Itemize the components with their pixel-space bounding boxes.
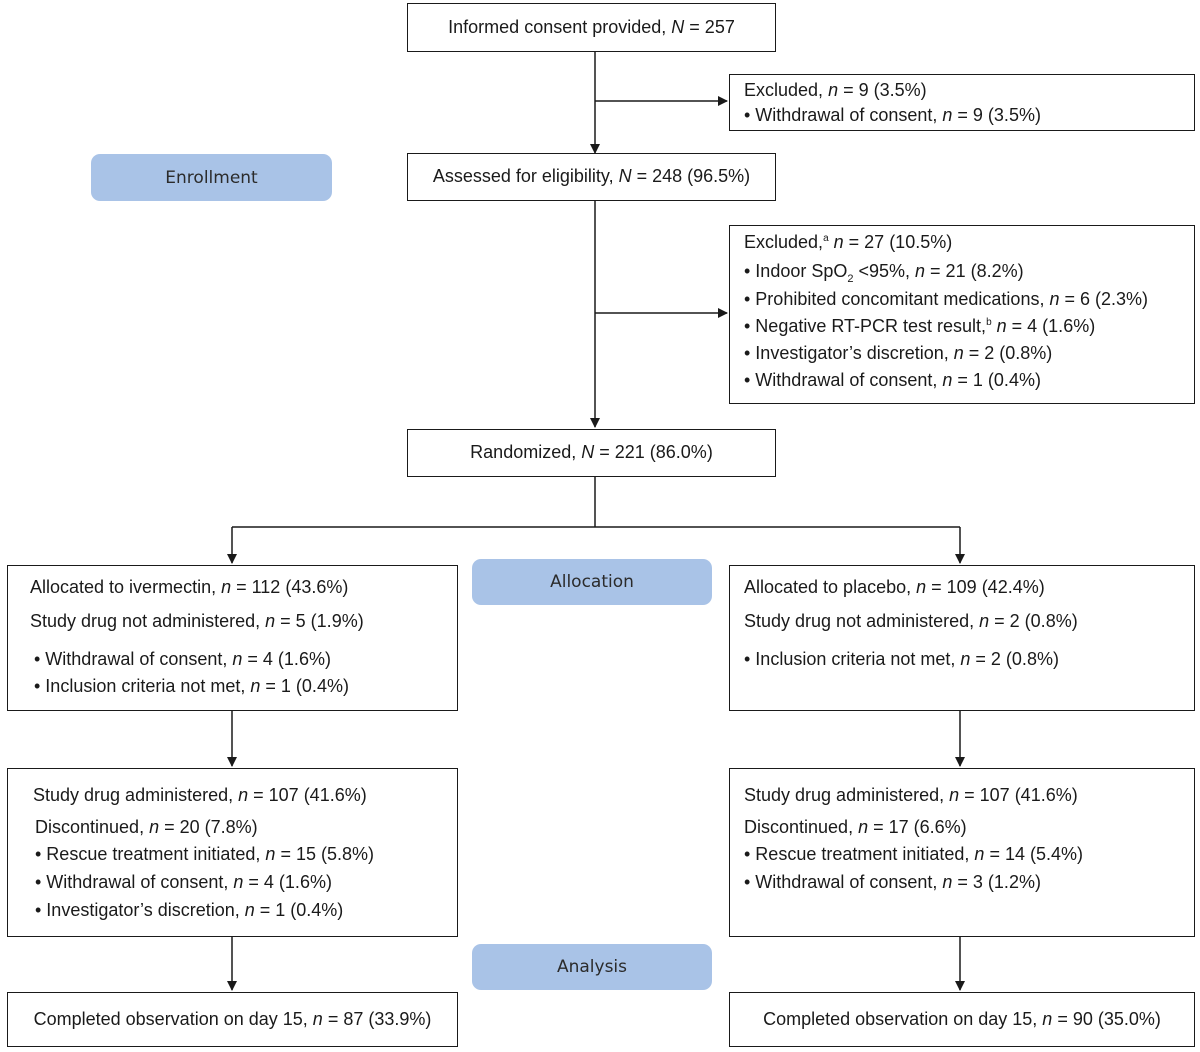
excluded-2-rtpcr: • Negative RT-PCR test result,b n = 4 (1… — [744, 316, 1096, 336]
excluded-1-title: Excluded, n = 9 (3.5%) — [744, 80, 927, 100]
stage-enrollment: Enrollment — [91, 154, 332, 201]
ivermectin-discontinued: Discontinued, n = 20 (7.8%) — [35, 817, 258, 837]
ivermectin-admin-withdrawal: • Withdrawal of consent, n = 4 (1.6%) — [35, 872, 332, 892]
excluded-withdrawal-box: Excluded, n = 9 (3.5%) • Withdrawal of c… — [729, 74, 1195, 131]
eligibility-text: Assessed for eligibility, N = 248 (96.5%… — [432, 166, 751, 187]
excluded-1-item: • Withdrawal of consent, n = 9 (3.5%) — [744, 105, 1041, 125]
ivermectin-admin-title: Study drug administered, n = 107 (41.6%) — [33, 785, 367, 805]
consent-box: Informed consent provided, N = 257 — [407, 3, 776, 52]
placebo-administered-box: Study drug administered, n = 107 (41.6%)… — [729, 768, 1195, 937]
stage-enrollment-label: Enrollment — [165, 167, 258, 188]
ivermectin-allocation-box: Allocated to ivermectin, n = 112 (43.6%)… — [7, 565, 458, 711]
excluded-2-title: Excluded,a n = 27 (10.5%) — [744, 232, 953, 252]
excluded-2-investigator: • Investigator’s discretion, n = 2 (0.8%… — [744, 343, 1053, 363]
stage-analysis: Analysis — [472, 944, 712, 990]
placebo-alloc-title: Allocated to placebo, n = 109 (42.4%) — [744, 577, 1045, 597]
ivermectin-not-administered: Study drug not administered, n = 5 (1.9%… — [30, 611, 364, 631]
ivermectin-rescue: • Rescue treatment initiated, n = 15 (5.… — [35, 844, 374, 864]
ivermectin-completed-text: Completed observation on day 15, n = 87 … — [33, 1008, 432, 1029]
placebo-discontinued: Discontinued, n = 17 (6.6%) — [744, 817, 967, 837]
placebo-completed-text: Completed observation on day 15, n = 90 … — [763, 1008, 1161, 1029]
ivermectin-alloc-withdrawal: • Withdrawal of consent, n = 4 (1.6%) — [34, 649, 331, 669]
consent-text: Informed consent provided, N = 257 — [448, 16, 735, 37]
excluded-screening-box: Excluded,a n = 27 (10.5%) • Indoor SpO2 … — [729, 225, 1195, 404]
excluded-2-medications: • Prohibited concomitant medications, n … — [744, 289, 1149, 309]
placebo-allocation-box: Allocated to placebo, n = 109 (42.4%) St… — [729, 565, 1195, 711]
placebo-not-administered: Study drug not administered, n = 2 (0.8%… — [744, 611, 1078, 631]
stage-allocation-label: Allocation — [550, 572, 634, 592]
placebo-admin-withdrawal: • Withdrawal of consent, n = 3 (1.2%) — [744, 872, 1041, 892]
ivermectin-alloc-criteria: • Inclusion criteria not met, n = 1 (0.4… — [34, 676, 349, 696]
placebo-rescue: • Rescue treatment initiated, n = 14 (5.… — [744, 844, 1083, 864]
placebo-completed-box: Completed observation on day 15, n = 90 … — [729, 992, 1195, 1047]
stage-analysis-label: Analysis — [556, 957, 628, 977]
eligibility-box: Assessed for eligibility, N = 248 (96.5%… — [407, 153, 776, 201]
stage-allocation: Allocation — [472, 559, 712, 605]
ivermectin-alloc-title: Allocated to ivermectin, n = 112 (43.6%) — [30, 577, 349, 597]
ivermectin-administered-box: Study drug administered, n = 107 (41.6%)… — [7, 768, 458, 937]
placebo-alloc-criteria: • Inclusion criteria not met, n = 2 (0.8… — [744, 649, 1059, 669]
randomized-text: Randomized, N = 221 (86.0%) — [470, 442, 713, 463]
excluded-2-spo2: • Indoor SpO2 <95%, n = 21 (8.2%) — [744, 261, 1024, 285]
randomized-box: Randomized, N = 221 (86.0%) — [407, 429, 776, 477]
ivermectin-completed-box: Completed observation on day 15, n = 87 … — [7, 992, 458, 1047]
ivermectin-admin-investigator: • Investigator’s discretion, n = 1 (0.4%… — [35, 900, 344, 920]
placebo-admin-title: Study drug administered, n = 107 (41.6%) — [744, 785, 1078, 805]
excluded-2-withdrawal: • Withdrawal of consent, n = 1 (0.4%) — [744, 370, 1041, 390]
